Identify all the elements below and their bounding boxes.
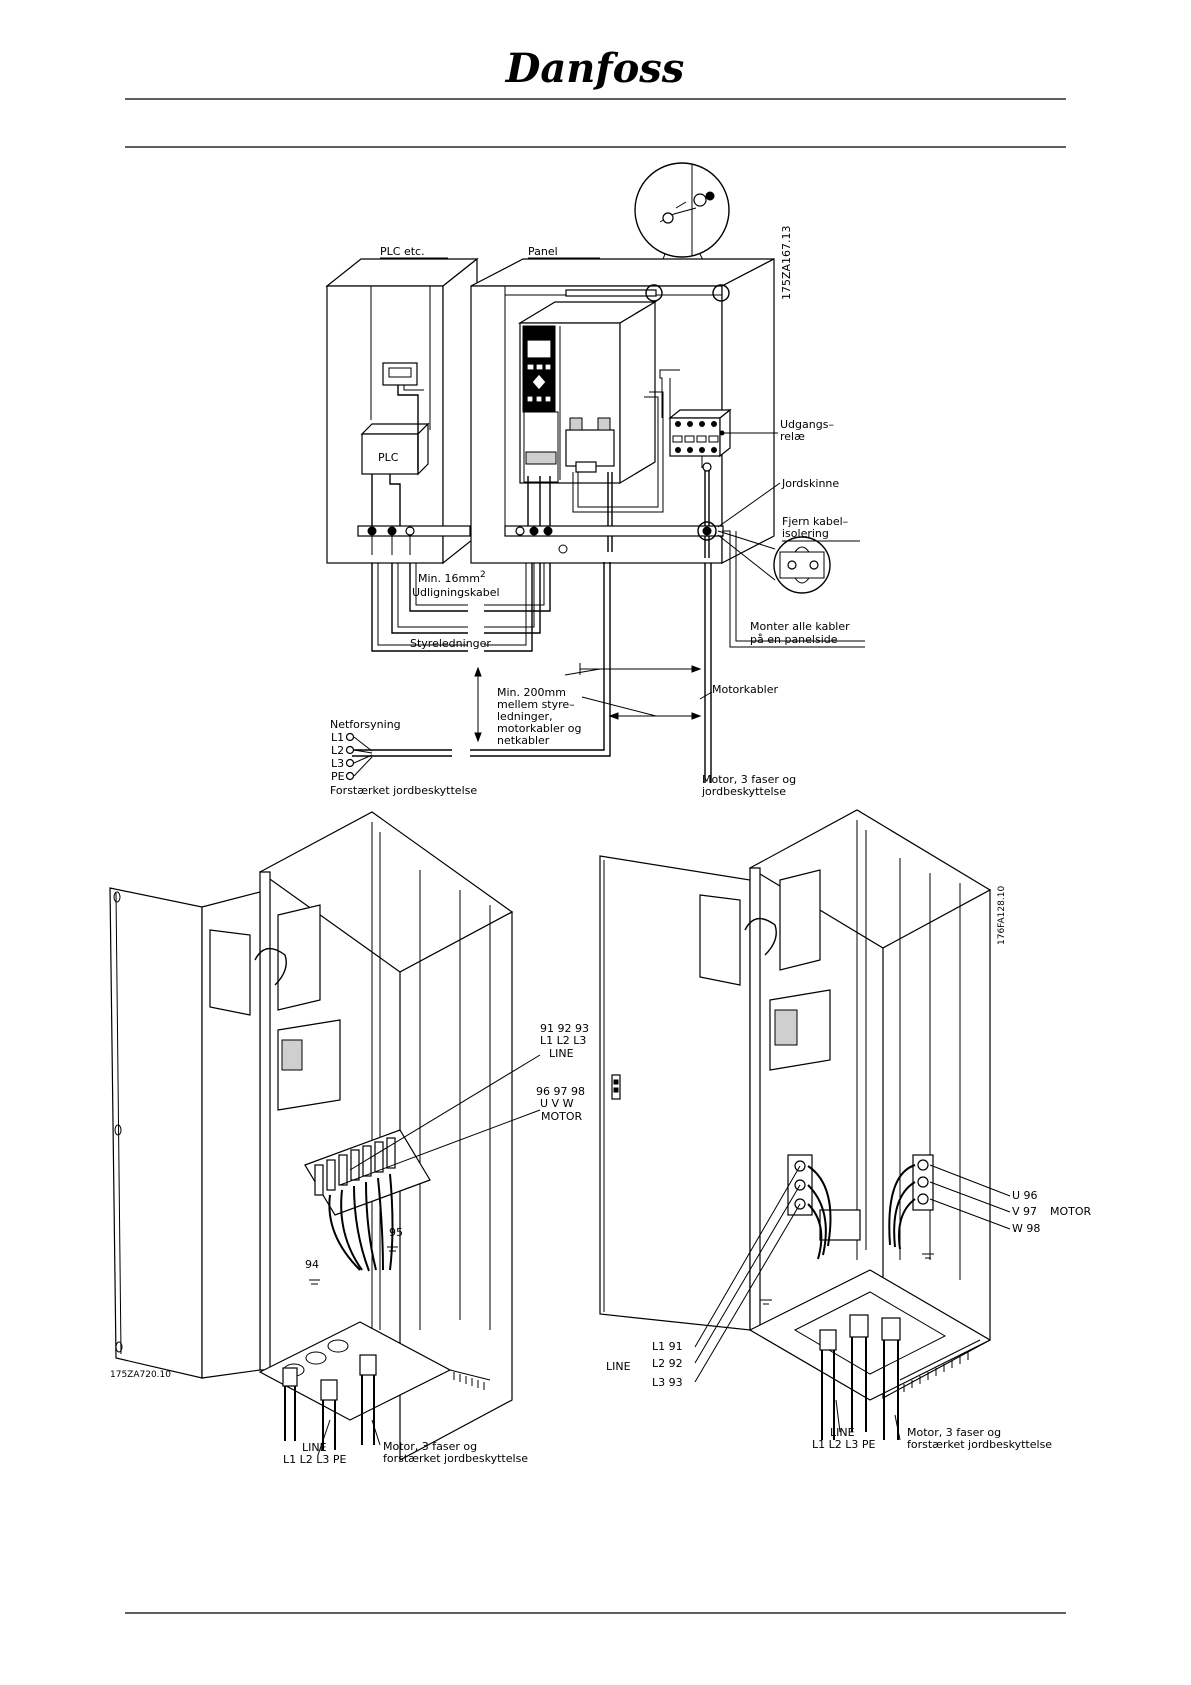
left-terminal-95: 95 <box>389 1226 403 1239</box>
mains-terminals <box>345 732 373 781</box>
label-min200: Min. 200mm <box>497 686 566 699</box>
label-pe: PE <box>331 770 345 783</box>
left-bottom-line: LINE <box>302 1441 327 1454</box>
right-line-word: LINE <box>606 1360 631 1373</box>
left-terminal-94: 94 <box>305 1258 319 1271</box>
label-netkabler: netkabler <box>497 734 550 747</box>
label-l2: L2 <box>331 744 344 757</box>
label-fjern: Fjern kabel– <box>782 515 848 528</box>
cable-clamp-point <box>697 521 717 541</box>
output-relay <box>668 408 732 458</box>
label-forstaerket: Forstærket jordbeskyttelse <box>330 784 477 797</box>
label-motorkabler: Motorkabler <box>712 683 779 696</box>
label-udligningskabel: Udligningskabel <box>412 586 500 599</box>
right-u96: U 96 <box>1012 1189 1038 1202</box>
distance-markers <box>474 663 713 743</box>
label-isolering: isolering <box>782 527 829 540</box>
right-l2-92: L2 92 <box>652 1357 683 1370</box>
left-diagram-code: 175ZA720.10 <box>110 1370 171 1380</box>
left-line-phases: L1 L2 L3 <box>540 1034 586 1047</box>
right-bottom-line: LINE <box>830 1426 855 1439</box>
left-motor-phases: U V W <box>540 1097 574 1110</box>
label-udgangs: Udgangs– <box>780 418 834 431</box>
label-monter: Monter alle kabler <box>750 620 850 633</box>
label-motorkabler-og: motorkabler og <box>497 722 581 735</box>
label-l3: L3 <box>331 757 344 770</box>
right-bottom-phases: L1 L2 L3 PE <box>812 1438 876 1451</box>
left-motor-word: MOTOR <box>541 1110 583 1123</box>
left-bottom-earth: forstærket jordbeskyttelse <box>383 1452 528 1465</box>
left-motor-nums: 96 97 98 <box>536 1085 585 1098</box>
plc-display-icon <box>382 362 418 386</box>
label-relae: relæ <box>780 430 805 443</box>
right-w98: W 98 <box>1012 1222 1040 1235</box>
plc-cabinet: PLC PLC etc. <box>325 245 479 565</box>
plc-cabinet-label: PLC etc. <box>380 245 425 258</box>
plc-box-label: PLC <box>378 451 399 464</box>
right-motor-word: MOTOR <box>1050 1205 1092 1218</box>
label-min16: Min. 16mm2 <box>418 570 486 585</box>
door-handle-icon <box>611 1074 621 1100</box>
left-unit-diagram: 91 92 93 L1 L2 L3 LINE 96 97 98 U V W MO… <box>109 811 589 1466</box>
right-bottom-motor: Motor, 3 faser og <box>907 1426 1001 1439</box>
label-motor-3-faser: Motor, 3 faser og <box>702 773 796 786</box>
top-diagram-code: 175ZA167.13 <box>780 225 793 300</box>
left-line-word: LINE <box>549 1047 574 1060</box>
left-unit-door <box>109 887 203 1379</box>
frequency-converter <box>517 300 658 485</box>
label-ledninger: ledninger, <box>497 710 553 723</box>
label-jordskinne: Jordskinne <box>781 477 839 490</box>
label-panelside: på en panelside <box>750 633 838 646</box>
left-line-nums: 91 92 93 <box>540 1022 589 1035</box>
label-mellem: mellem styre– <box>497 698 575 711</box>
cable-runs <box>352 530 865 783</box>
right-gland-plate <box>748 1269 992 1401</box>
cable-clamp-detail <box>717 530 831 594</box>
danfoss-logo: Danfoss <box>505 45 685 92</box>
right-bottom-earth: forstærket jordbeskyttelse <box>907 1438 1052 1451</box>
label-l1: L1 <box>331 731 344 744</box>
label-jordbeskyttelse: jordbeskyttelse <box>701 785 786 798</box>
top-wiring-diagram: PLC PLC etc. Panel <box>325 162 865 798</box>
right-l1-91: L1 91 <box>652 1340 683 1353</box>
left-bottom-phases: L1 L2 L3 PE <box>283 1453 347 1466</box>
right-diagram-code: 176FA128.10 <box>997 886 1007 945</box>
panel-cabinet-label: Panel <box>528 245 558 258</box>
header: Danfoss <box>125 45 1066 148</box>
panel-cabinet: Panel <box>470 245 775 564</box>
label-netforsyning: Netforsyning <box>330 718 401 731</box>
label-styreledninger: Styreledninger <box>410 637 491 650</box>
right-l3-93: L3 93 <box>652 1376 683 1389</box>
right-unit-diagram: 176FA128.10 U 96 V 97 W 98 MOTOR LINE L1… <box>599 809 1092 1451</box>
left-bottom-motor: Motor, 3 faser og <box>383 1440 477 1453</box>
right-v97: V 97 <box>1012 1205 1037 1218</box>
